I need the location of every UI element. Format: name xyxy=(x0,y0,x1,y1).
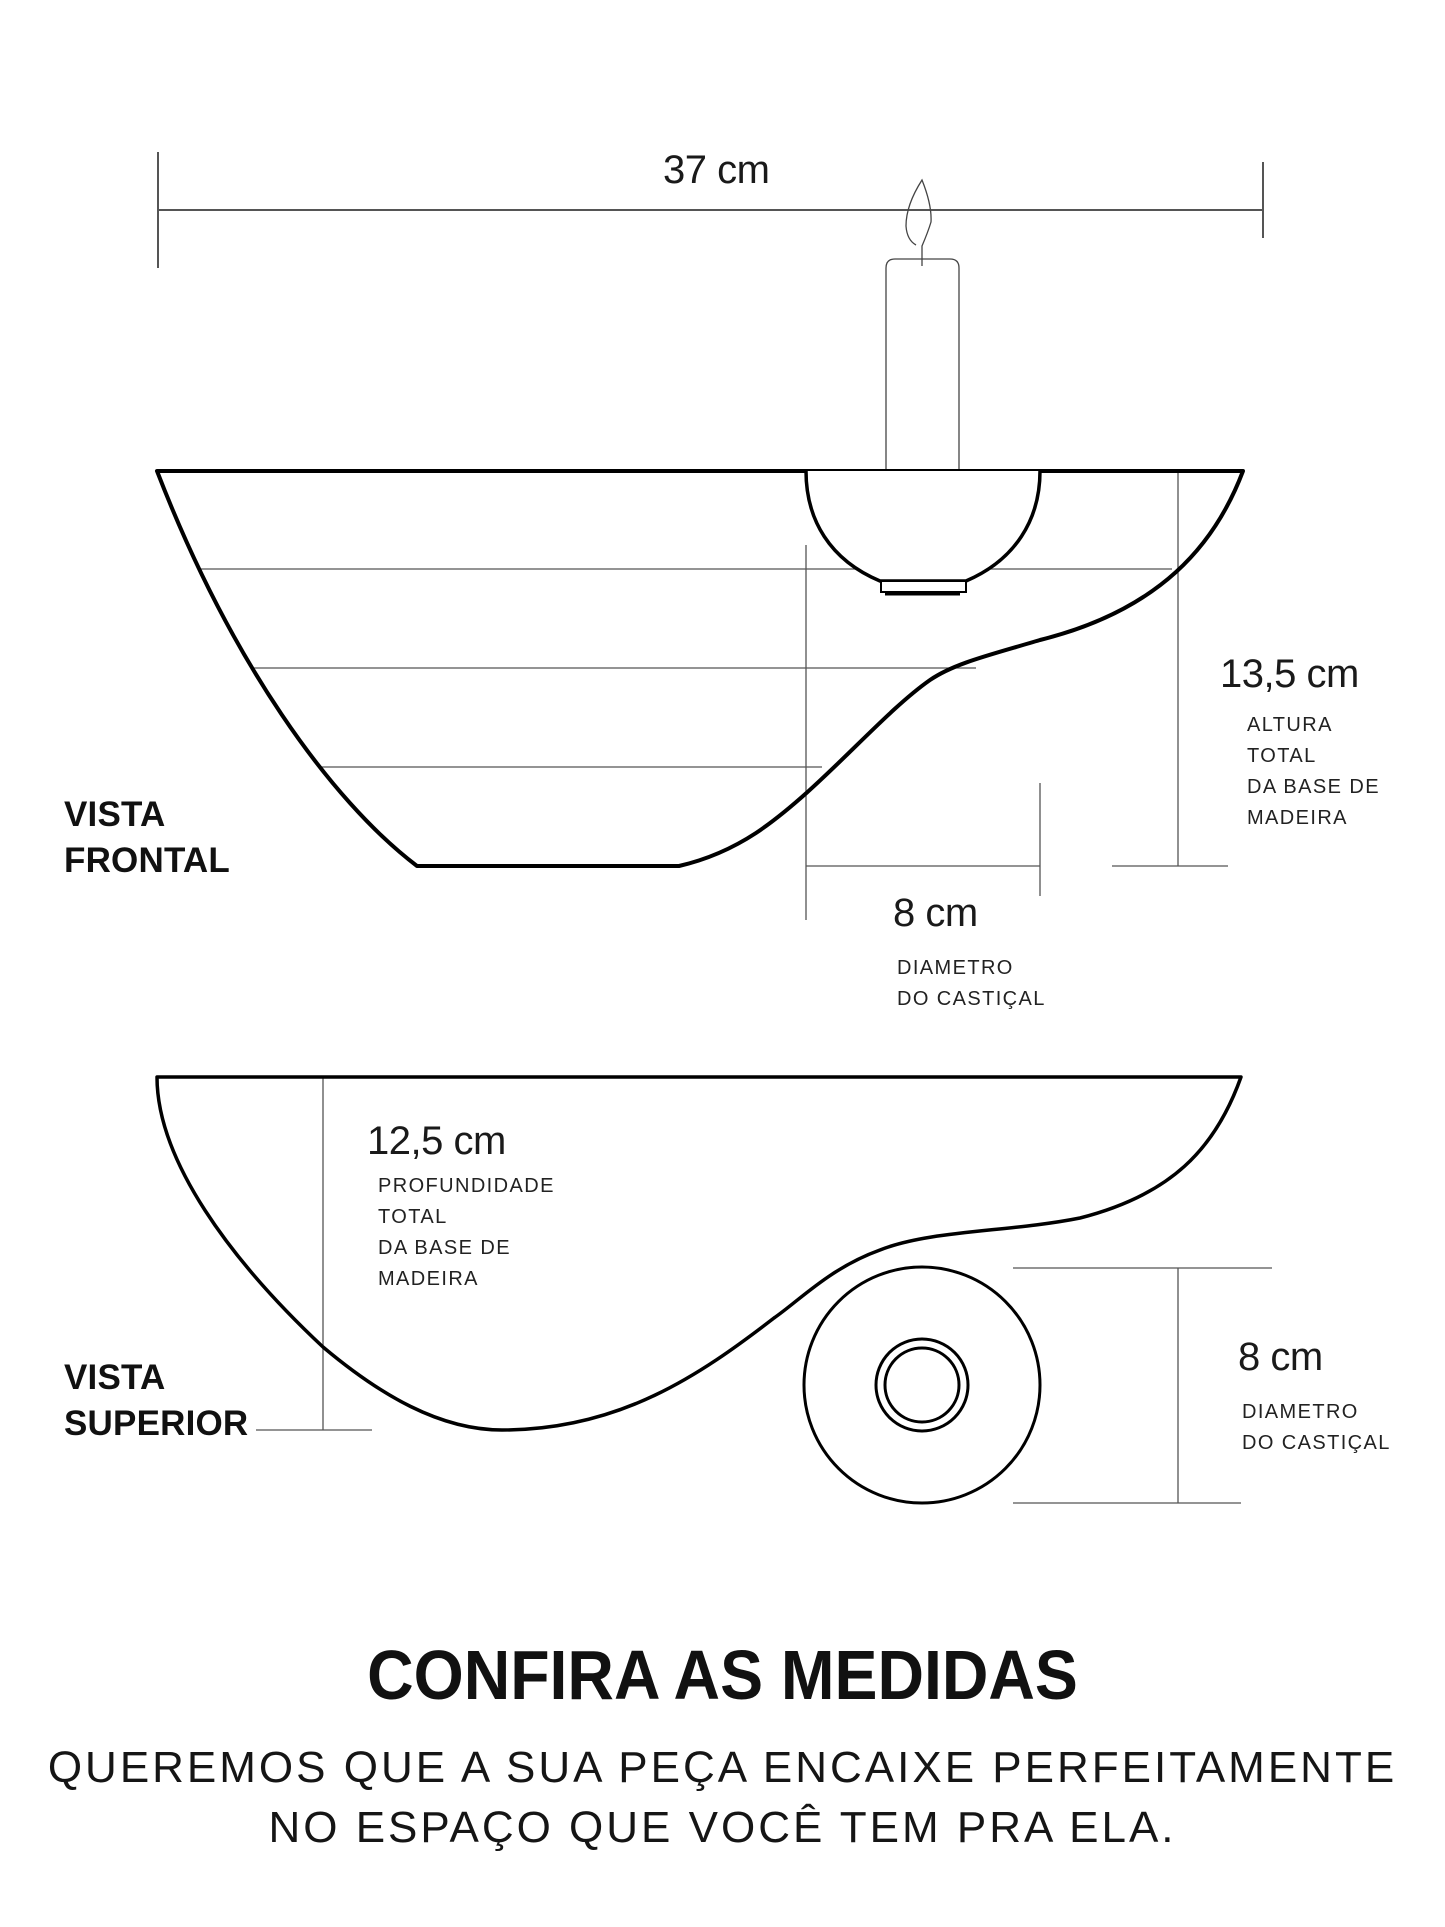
front-base-outline xyxy=(155,469,1245,868)
top-dimension-lines xyxy=(256,1077,1272,1504)
label-line: DO CASTIÇAL xyxy=(897,988,1046,1010)
top-holder-dimension-value: 8 cm xyxy=(1238,1335,1323,1379)
label-line: DA BASE DE xyxy=(378,1237,511,1259)
top-base-outline xyxy=(155,1075,1243,1432)
depth-dimension-label: PROFUNDIDADE TOTAL DA BASE DE MADEIRA xyxy=(378,1171,555,1295)
subtitle-line-1: QUEREMOS QUE A SUA PEÇA ENCAIXE PERFEITA… xyxy=(47,1743,1398,1792)
front-view-label: VISTA FRONTAL xyxy=(64,792,230,884)
front-holder-dimension-value: 8 cm xyxy=(893,891,978,935)
top-view-label: VISTA SUPERIOR xyxy=(64,1355,248,1447)
label-line: DO CASTIÇAL xyxy=(1242,1432,1391,1454)
front-holder-dimension-label: DIAMETRO DO CASTIÇAL xyxy=(897,953,1046,1015)
label-line: PROFUNDIDADE xyxy=(378,1175,555,1197)
label-line: DIAMETRO xyxy=(1242,1401,1359,1423)
front-view-label-line1: VISTA xyxy=(64,795,166,834)
front-dimension-lines xyxy=(805,470,1228,920)
top-view-label-line1: VISTA xyxy=(64,1358,166,1397)
front-section-lines xyxy=(198,568,1172,768)
subtitle-line-2: NO ESPAÇO QUE VOCÊ TEM PRA ELA. xyxy=(268,1803,1177,1852)
front-view-label-line2: FRONTAL xyxy=(64,841,230,880)
candle-holder-cup xyxy=(804,470,1042,596)
label-line: MADEIRA xyxy=(1247,807,1348,829)
candle-holder-top-icon xyxy=(802,1265,1042,1505)
page-title: CONFIRA AS MEDIDAS xyxy=(367,1636,1078,1714)
top-holder-dimension-label: DIAMETRO DO CASTIÇAL xyxy=(1242,1397,1391,1459)
width-dimension-line xyxy=(157,152,1264,268)
label-line: DIAMETRO xyxy=(897,957,1014,979)
label-line: DA BASE DE xyxy=(1247,776,1380,798)
top-view-drawing xyxy=(155,1075,1272,1505)
height-dimension-label: ALTURA TOTAL DA BASE DE MADEIRA xyxy=(1247,710,1380,834)
label-line: TOTAL xyxy=(1247,745,1317,767)
candle-icon xyxy=(885,178,960,476)
label-line: ALTURA xyxy=(1247,714,1333,736)
depth-dimension-value: 12,5 cm xyxy=(367,1119,506,1163)
label-line: MADEIRA xyxy=(378,1268,479,1290)
width-dimension-value: 37 cm xyxy=(663,148,770,192)
front-view-drawing xyxy=(155,152,1264,920)
label-line: TOTAL xyxy=(378,1206,448,1228)
height-dimension-value: 13,5 cm xyxy=(1220,652,1359,696)
top-view-label-line2: SUPERIOR xyxy=(64,1404,249,1443)
